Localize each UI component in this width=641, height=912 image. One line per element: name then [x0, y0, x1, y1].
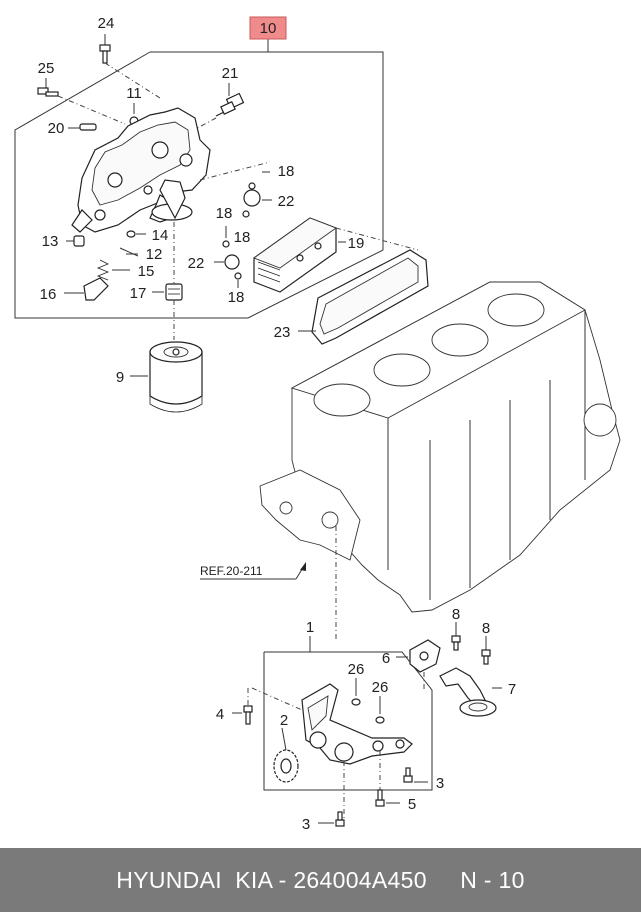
- callout-9: 9: [116, 369, 124, 386]
- bracket-6: [396, 639, 441, 690]
- bolt-24: [99, 34, 161, 99]
- plug-13: [66, 235, 85, 247]
- gasket-23: [298, 227, 429, 345]
- bolt-5: [375, 789, 400, 807]
- oil-pump-body: [301, 683, 413, 820]
- valve-16: [64, 277, 109, 301]
- dowel-26-a: [351, 678, 361, 706]
- callout-22-b: 22: [188, 255, 205, 272]
- callout-19: 19: [348, 235, 365, 252]
- nipple-17: [152, 222, 183, 340]
- callout-25: 25: [38, 60, 55, 77]
- callout-3-b: 3: [302, 816, 310, 833]
- callout-8-b: 8: [482, 620, 490, 637]
- callout-12: 12: [146, 246, 163, 263]
- callout-1: 1: [306, 619, 314, 636]
- sprocket-2: [273, 727, 299, 783]
- spring-15: [96, 259, 130, 281]
- dowel-26-b: [375, 696, 385, 724]
- oil-filter-housing: [71, 107, 211, 233]
- callout-26-a: 26: [348, 661, 365, 678]
- callout-26-b: 26: [372, 679, 389, 696]
- washer-14: [126, 230, 146, 238]
- callout-18-d: 18: [228, 289, 245, 306]
- callout-2: 2: [280, 712, 288, 729]
- pin-20: [68, 123, 97, 131]
- oil-strainer-7: [439, 667, 502, 717]
- engine-block: [259, 281, 621, 613]
- callout-23: 23: [274, 324, 291, 341]
- bolt-3-right: [403, 767, 428, 783]
- callout-10-highlight[interactable]: 10: [249, 16, 287, 40]
- pin-12: [119, 247, 139, 257]
- callout-7: 7: [508, 681, 516, 698]
- upper-assembly-frame: [14, 38, 384, 319]
- callout-10: 10: [260, 20, 277, 37]
- callout-21: 21: [222, 65, 239, 82]
- callout-3-a: 3: [436, 775, 444, 792]
- callout-18-a: 18: [278, 163, 295, 180]
- footer-bar: HYUNDAI KIA - 264004A450 N - 10: [0, 848, 641, 912]
- callout-24: 24: [98, 15, 115, 32]
- lower-assembly-frame: [263, 636, 433, 791]
- callout-13: 13: [42, 233, 59, 250]
- reference-label[interactable]: REF.20-211: [200, 526, 337, 640]
- callout-4: 4: [216, 706, 224, 723]
- callout-18-c: 18: [234, 229, 251, 246]
- oil-cooler-19: [253, 217, 346, 293]
- callout-11: 11: [126, 85, 142, 102]
- callout-20: 20: [48, 120, 65, 137]
- callout-16: 16: [40, 286, 57, 303]
- bolt-25: [37, 78, 126, 125]
- bolt-8-b: [481, 636, 491, 665]
- o-ring-group-lower: [214, 254, 242, 288]
- callout-15: 15: [138, 263, 155, 280]
- callout-8-a: 8: [452, 606, 460, 623]
- bolt-4: [232, 687, 303, 725]
- callout-5: 5: [408, 796, 416, 813]
- callout-14: 14: [152, 227, 169, 244]
- footer-part-number: HYUNDAI KIA - 264004A450 N - 10: [116, 866, 525, 893]
- o-ring-group-upper: [199, 161, 272, 218]
- oil-filter-9: [130, 341, 203, 413]
- bolt-3-bottom: [318, 811, 345, 827]
- exploded-parts-diagram: 10 24 25 21 11 20: [14, 15, 621, 833]
- callout-6: 6: [382, 650, 390, 667]
- ref-label-text: REF.20-211: [200, 564, 263, 578]
- callout-17: 17: [130, 285, 147, 302]
- callout-18-b: 18: [216, 205, 233, 222]
- o-ring-18-b: [222, 226, 230, 248]
- bolt-8-a: [451, 622, 461, 651]
- callout-22-a: 22: [278, 193, 295, 210]
- oil-pressure-sensor-21: [189, 83, 245, 133]
